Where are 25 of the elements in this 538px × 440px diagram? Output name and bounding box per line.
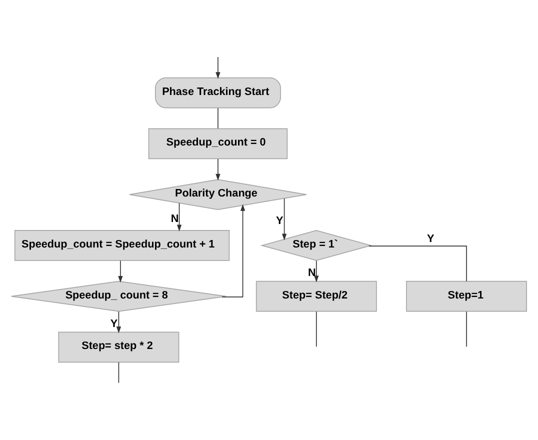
connector [466, 311, 467, 348]
connector [316, 311, 317, 348]
node-box: Phase Tracking Start [155, 77, 281, 108]
connector [118, 362, 120, 384]
arrow [216, 56, 220, 79]
node-box: Step= step * 2 [58, 332, 180, 363]
node-box: Step= Step/2 [256, 280, 377, 312]
edge-label: Y [276, 215, 284, 228]
edge-label: N [170, 213, 179, 226]
arrow [216, 158, 220, 181]
arrow [116, 311, 122, 334]
node-diamond: Speedup_ count = 8 [10, 280, 227, 312]
connector [368, 246, 467, 282]
arrow [282, 198, 287, 240]
node-box: Step=1 [406, 280, 527, 312]
edge-label: Y [110, 318, 118, 330]
arrow [176, 202, 182, 232]
edge-label: Y [426, 233, 434, 246]
arrow [222, 204, 246, 298]
edge-label: N [308, 267, 316, 280]
node-box: Speedup_count = Speedup_count + 1 [14, 230, 230, 261]
arrow [314, 260, 319, 282]
arrow [118, 260, 123, 283]
node-diamond: Step = 1` [260, 230, 373, 261]
node-box: Speedup_count = 0 [148, 128, 288, 160]
